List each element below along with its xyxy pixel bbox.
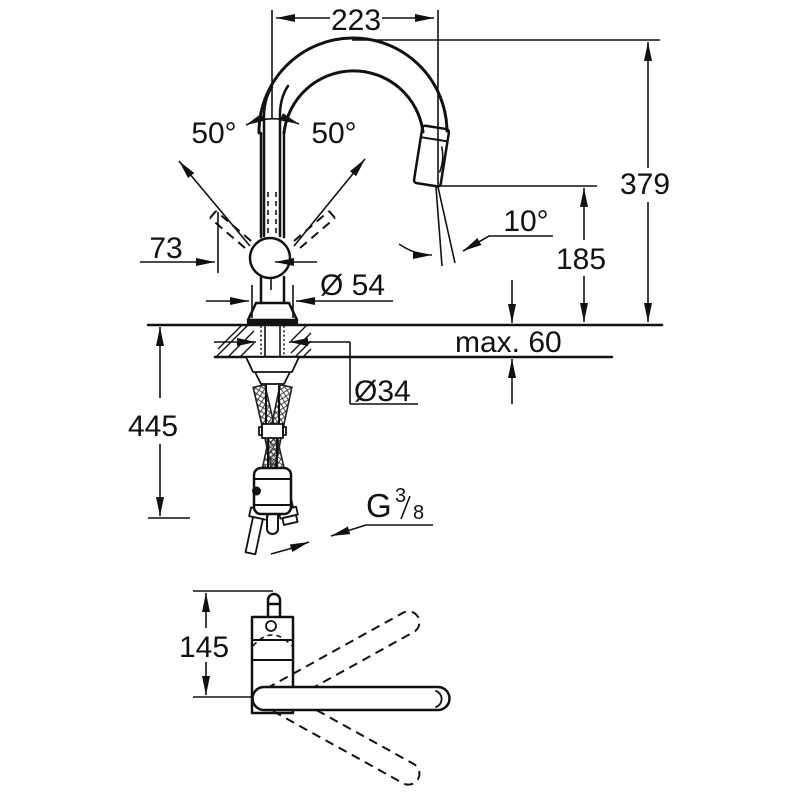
base-seal — [247, 320, 298, 326]
supply-hoses — [244, 383, 299, 556]
top-view: 145 — [179, 590, 451, 786]
plan-spout-solid — [251, 685, 451, 712]
plan-cap-circle — [265, 620, 277, 632]
spray-head-body — [412, 124, 451, 188]
dim-50-left-label: 50° — [191, 117, 236, 150]
plan-spout — [251, 685, 451, 712]
body-column — [259, 131, 286, 305]
dim-223-label: 223 — [331, 4, 381, 37]
hose-weight-bands — [253, 478, 292, 506]
spray-swivel-lines — [435, 186, 456, 267]
dim-73-label: 73 — [149, 232, 182, 265]
right-hose-connector-tube — [244, 516, 264, 556]
thread-counter-arrow — [288, 541, 310, 553]
plan-spout-end-arc — [435, 690, 443, 708]
thread-numerator: 3 — [395, 485, 406, 507]
swing-left-arrow — [178, 160, 251, 247]
plan-spout-dashed-up — [266, 610, 421, 709]
dim-max60-label: max. 60 — [455, 326, 562, 359]
thread-leader-arrow — [330, 524, 433, 537]
ball-joint — [248, 236, 292, 280]
cartridge-hidden-lines — [267, 192, 277, 234]
pullout-hose — [252, 383, 293, 535]
plan-spout-dashed-down — [266, 687, 421, 786]
mounting-flanges — [245, 356, 300, 385]
spray-head-joint — [419, 136, 449, 143]
front-view: 223 50° 50° 73 Ø 54 379 — [128, 4, 670, 556]
dim-hose-length: 445 — [128, 327, 178, 516]
pullout-hose-tube — [265, 383, 280, 535]
dim-445-label: 445 — [128, 410, 178, 443]
dim-spray-swivel: 10° — [398, 205, 553, 259]
dim-swivel-height: 145 — [179, 593, 229, 695]
faucet-body — [209, 84, 336, 326]
plan-hidden-arc — [252, 634, 293, 647]
left-hose-tip — [281, 514, 299, 526]
plan-spout-swung-down — [266, 687, 421, 786]
spray-head — [412, 124, 451, 188]
dim-total-height: 379 — [620, 42, 670, 322]
dim-hole-diameter: Ø34 — [214, 338, 411, 408]
dim-10-leader — [462, 235, 553, 252]
dim-spout-reach: 223 — [276, 4, 434, 37]
plan-knob — [266, 592, 282, 619]
shank-thread-lines — [260, 326, 285, 371]
spray-swivel-arc-arrow — [398, 243, 433, 259]
dim-185-label: 185 — [556, 243, 606, 276]
dim-145-label: 145 — [179, 631, 229, 664]
spray-head-profile — [438, 146, 444, 173]
lever-handle — [262, 84, 290, 238]
hose-weight-dot — [252, 486, 261, 496]
plan-body-lines — [251, 639, 294, 661]
plan-spout-swung-up — [266, 610, 421, 709]
dim-lever-offset: 73 — [140, 232, 317, 266]
dim-10-label: 10° — [503, 205, 548, 238]
hose-coupling — [261, 423, 284, 439]
dim-379-label: 379 — [620, 168, 670, 201]
mounting-shank — [245, 326, 300, 385]
lever-top-arc-arrow — [245, 113, 300, 126]
spout-inner-arc — [282, 69, 425, 135]
dim-34-label: Ø34 — [354, 375, 411, 408]
countertop — [146, 323, 664, 359]
dim-50-right-label: 50° — [311, 117, 356, 150]
swing-right-arrow — [293, 158, 366, 247]
thread-denominator: 8 — [413, 502, 424, 524]
dim-lever-swing: 50° 50° — [178, 113, 366, 247]
thread-callout: G 3 8 — [288, 485, 433, 553]
dim-body-diameter: Ø 54 — [206, 269, 393, 305]
spout-arc — [257, 36, 456, 267]
counter-hatching — [215, 324, 312, 358]
dim-outlet-height: 185 — [556, 188, 606, 322]
base-flange — [246, 301, 299, 322]
coupling-nubs — [258, 426, 287, 436]
dim-54-label: Ø 54 — [320, 269, 385, 302]
dim-deck-thickness: max. 60 — [455, 280, 562, 404]
thread-letter: G — [366, 487, 392, 524]
